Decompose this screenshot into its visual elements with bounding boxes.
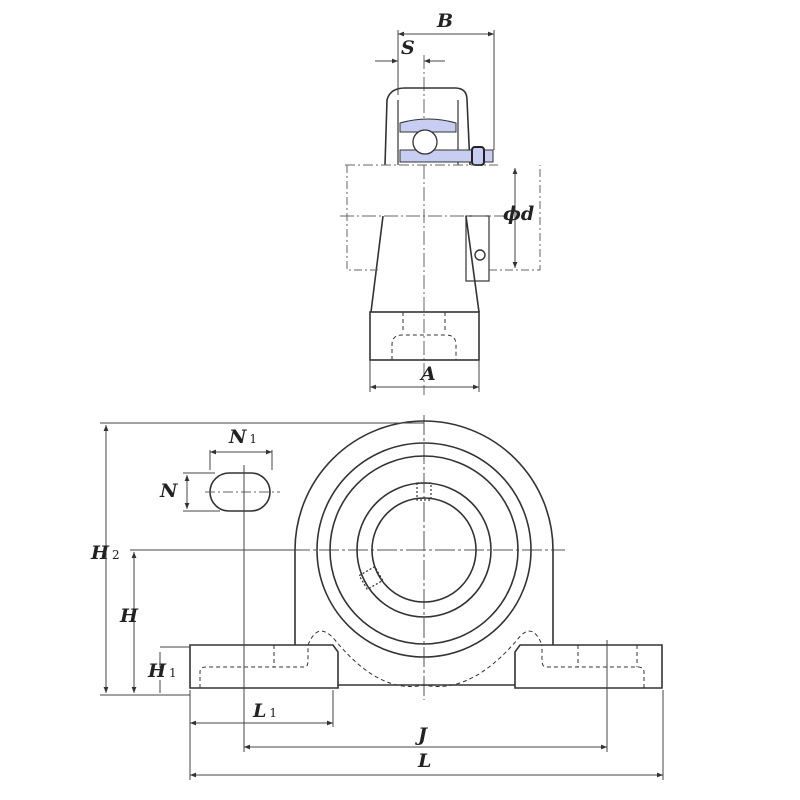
- dim-label-L: L: [418, 750, 432, 772]
- dim-label-S: S: [401, 37, 415, 59]
- dim-label-N: N: [160, 480, 178, 502]
- dim-label-B: B: [437, 10, 454, 32]
- dim-label-phi-d: ϕd: [503, 203, 535, 225]
- front-view: [189, 415, 663, 700]
- dim-label-H: H: [120, 605, 138, 627]
- front-view-dimensions: [100, 422, 664, 780]
- side-view-dimensions: [369, 30, 518, 392]
- side-view: [340, 55, 541, 395]
- dim-label-J: J: [418, 724, 427, 746]
- dim-label-A: A: [421, 363, 436, 385]
